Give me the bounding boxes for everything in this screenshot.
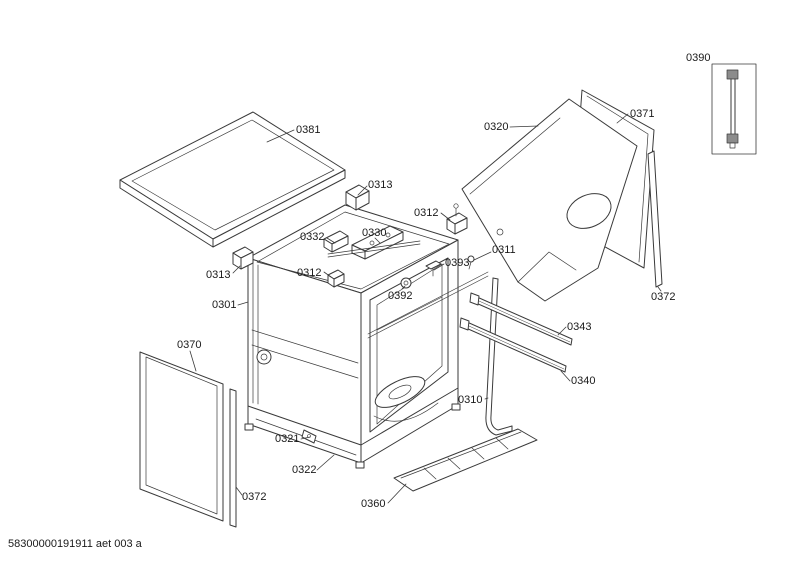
part-label-0393: 0393 xyxy=(445,257,469,269)
leader-line xyxy=(316,454,335,471)
leader-line xyxy=(560,370,571,382)
leader-line xyxy=(232,265,241,274)
part-labels: 0390 0371 0320 0381 0313 0312 0332 0330 … xyxy=(177,52,710,510)
part-label-0301: 0301 xyxy=(212,299,236,311)
part-label-0313-top: 0313 xyxy=(368,179,392,191)
part-0301-tub xyxy=(247,204,459,446)
leader-line xyxy=(189,350,197,372)
part-0370-side-panel xyxy=(139,351,224,522)
leader-line xyxy=(557,326,567,336)
leader-line xyxy=(616,113,629,124)
rack-rail-lines xyxy=(367,271,489,339)
part-0381-worktop xyxy=(119,111,346,248)
leader-line xyxy=(374,237,381,244)
part-0313-bracket-top xyxy=(345,184,370,211)
document-number: 58300000191911 aet 003 a xyxy=(8,538,142,550)
dispenser-circle xyxy=(256,349,272,365)
leader-line xyxy=(357,185,368,196)
part-0340-rail xyxy=(459,317,567,373)
leader-line xyxy=(509,125,539,128)
part-label-0371: 0371 xyxy=(630,108,654,120)
part-0310-door-seal xyxy=(485,277,513,436)
part-label-0390: 0390 xyxy=(686,52,710,64)
part-label-0392: 0392 xyxy=(388,290,412,302)
part-0360-base-channel xyxy=(393,428,538,492)
leader-line xyxy=(235,486,243,496)
part-label-0370: 0370 xyxy=(177,339,201,351)
part-0393-clip xyxy=(425,260,442,277)
part-0372-right-trim xyxy=(647,150,663,288)
part-0343-rail xyxy=(469,292,573,346)
part-0312-bracket-top xyxy=(446,203,468,235)
leader-line xyxy=(440,212,451,221)
leader-lines xyxy=(189,113,662,504)
part-label-0310: 0310 xyxy=(458,394,482,406)
part-0392-grommet xyxy=(400,277,412,289)
part-label-0330: 0330 xyxy=(362,227,386,239)
part-0311-screw xyxy=(467,255,475,270)
part-0332-latch xyxy=(323,230,349,253)
part-label-0322: 0322 xyxy=(292,464,316,476)
part-0312-bracket-left xyxy=(327,269,345,288)
detail-box xyxy=(711,63,757,155)
part-label-0372-right: 0372 xyxy=(651,291,675,303)
part-label-0381: 0381 xyxy=(296,124,320,136)
leader-line xyxy=(657,286,662,292)
part-0322-base-frame xyxy=(244,387,461,469)
part-label-0312-left: 0312 xyxy=(297,267,321,279)
leader-line xyxy=(387,483,407,504)
leader-line xyxy=(401,285,406,290)
part-label-0372-left: 0372 xyxy=(242,491,266,503)
leader-line xyxy=(326,237,336,244)
sump-ellipse xyxy=(374,376,426,408)
part-0390-hose xyxy=(711,63,757,155)
part-0321-bracket xyxy=(301,429,317,444)
part-0320-side-panel xyxy=(461,98,638,302)
leader-line xyxy=(300,436,311,440)
part-0313-bracket-left xyxy=(232,246,254,270)
part-label-0312-top: 0312 xyxy=(414,207,438,219)
leader-line xyxy=(484,397,489,400)
part-label-0340: 0340 xyxy=(571,375,595,387)
part-label-0320: 0320 xyxy=(484,121,508,133)
part-label-0332: 0332 xyxy=(300,231,324,243)
part-label-0311: 0311 xyxy=(492,244,516,256)
leader-line xyxy=(323,271,332,278)
leader-line xyxy=(433,263,445,271)
part-label-0343: 0343 xyxy=(567,321,591,333)
part-0372-left-trim xyxy=(229,388,237,528)
leader-line xyxy=(473,251,492,261)
leader-line xyxy=(237,301,249,306)
part-0330-lock-assembly xyxy=(327,225,421,260)
leader-line xyxy=(266,129,295,143)
part-label-0313-left: 0313 xyxy=(206,269,230,281)
oval-cutout xyxy=(566,193,612,229)
part-label-0321: 0321 xyxy=(275,433,299,445)
part-label-0360: 0360 xyxy=(361,498,385,510)
